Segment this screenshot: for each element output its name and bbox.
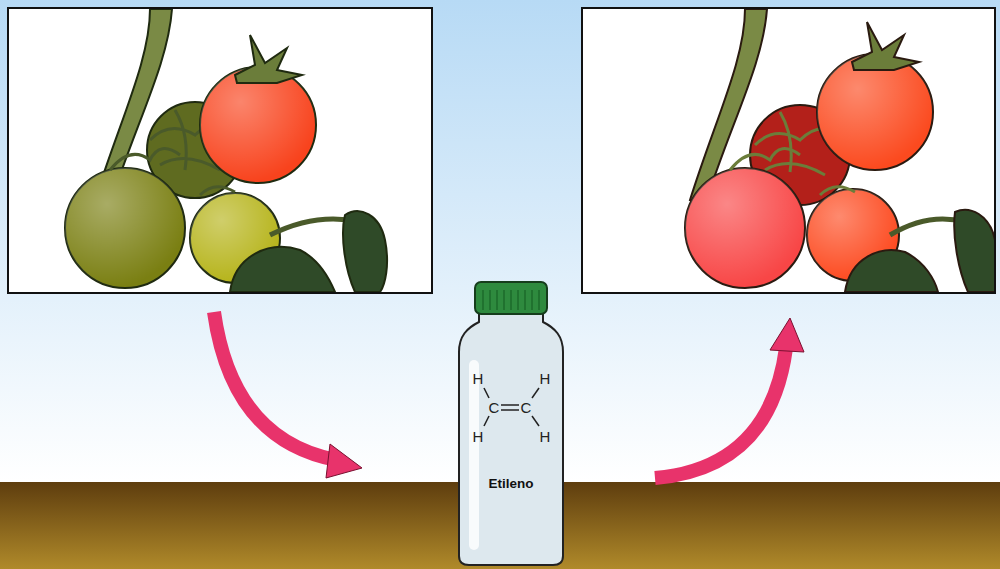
arrow-up (655, 348, 786, 478)
bottle-body (459, 310, 563, 565)
cap-ridge (482, 290, 484, 310)
ripe-tomatoes (685, 9, 994, 292)
chemical-bond (501, 404, 519, 406)
panel-ripe (582, 8, 995, 293)
chemical-bond (484, 416, 489, 426)
cap-ridge (517, 290, 519, 310)
bottle-highlight (469, 360, 479, 550)
atom-symbol: H (540, 371, 551, 386)
chemical-bond (532, 388, 539, 398)
cap-ridge (524, 290, 526, 310)
cap-ridge (489, 290, 491, 310)
cap-ridge (510, 290, 512, 310)
bottle-cap (475, 282, 547, 314)
atom-symbol: H (473, 429, 484, 444)
cap-ridge (531, 290, 533, 310)
arrow-head (326, 444, 362, 478)
atom-symbol: H (540, 429, 551, 444)
bottle-outline (455, 280, 567, 567)
bottle-label: Etileno (455, 476, 567, 491)
bottle: Etileno (455, 280, 567, 567)
arrow-head (770, 318, 804, 352)
atom-symbol: C (521, 400, 532, 415)
cap-ridge (503, 290, 505, 310)
cap-ridge (496, 290, 498, 310)
panel-unripe (8, 8, 432, 293)
chemical-bond (532, 416, 539, 426)
unripe-tomatoes (65, 9, 387, 292)
arrow-down (214, 312, 336, 460)
cap-ridge (538, 290, 540, 310)
atom-symbol: C (489, 400, 500, 415)
chemical-bond (484, 388, 489, 398)
chemical-bond (501, 409, 519, 411)
atom-symbol: H (473, 371, 484, 386)
